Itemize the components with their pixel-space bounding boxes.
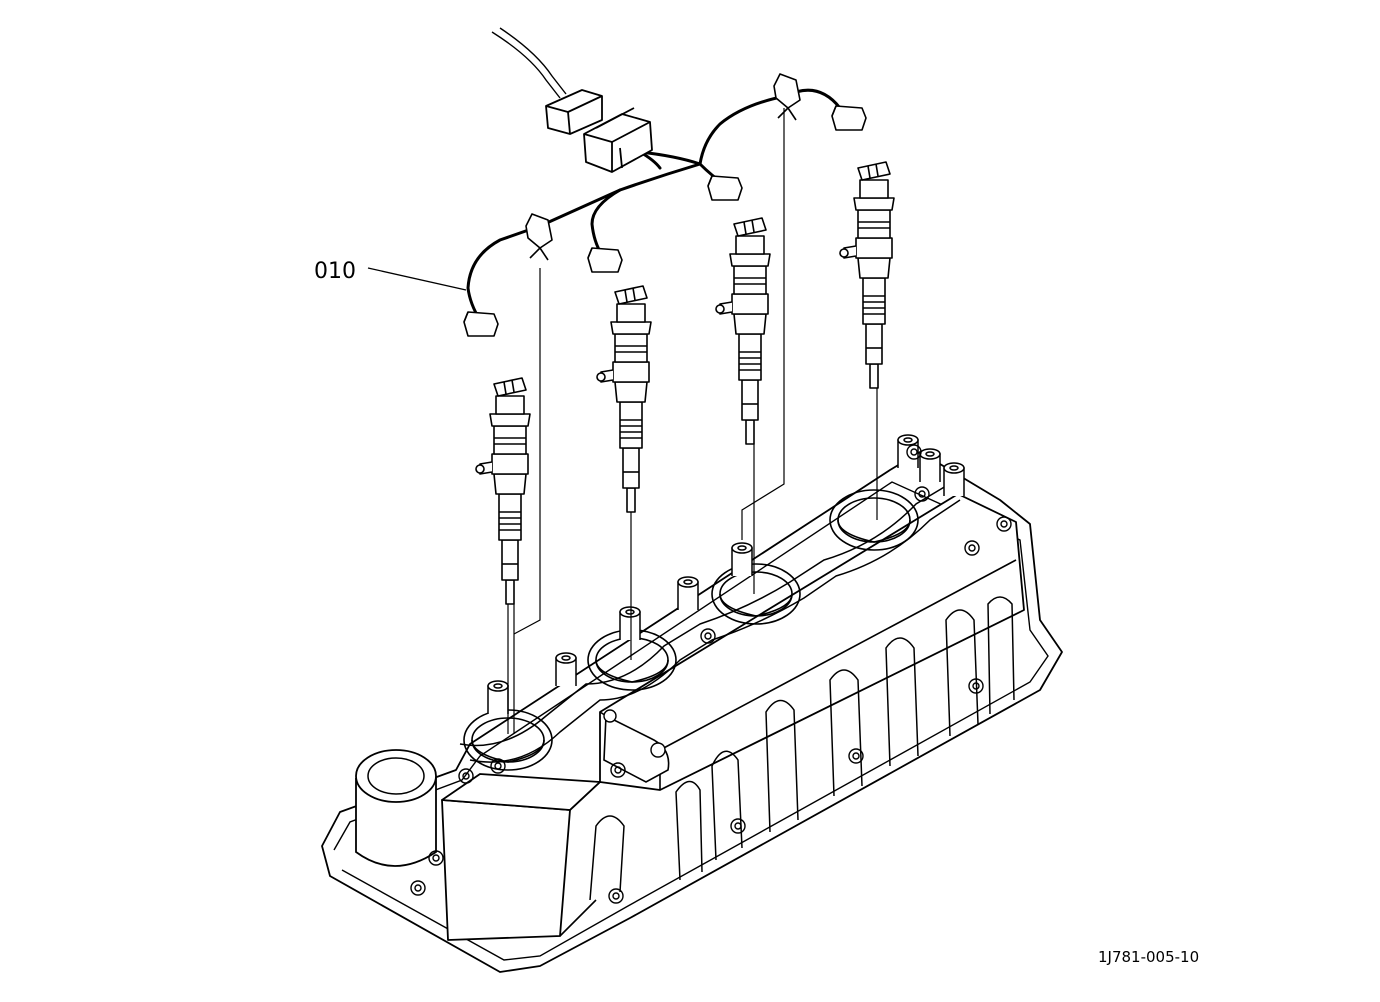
leader-line xyxy=(367,267,467,291)
injector-harness xyxy=(463,27,867,337)
injector-2 xyxy=(596,285,652,513)
injector-1 xyxy=(475,377,531,605)
figure-code: 1J781-005-10 xyxy=(1098,948,1199,966)
callout-label: 010 xyxy=(314,259,356,284)
injector-3 xyxy=(715,217,771,445)
assembly-guide-lines xyxy=(507,108,878,734)
injector-4 xyxy=(839,161,895,389)
callout-010: 010 xyxy=(314,259,467,291)
cylinder-head xyxy=(321,434,1063,973)
